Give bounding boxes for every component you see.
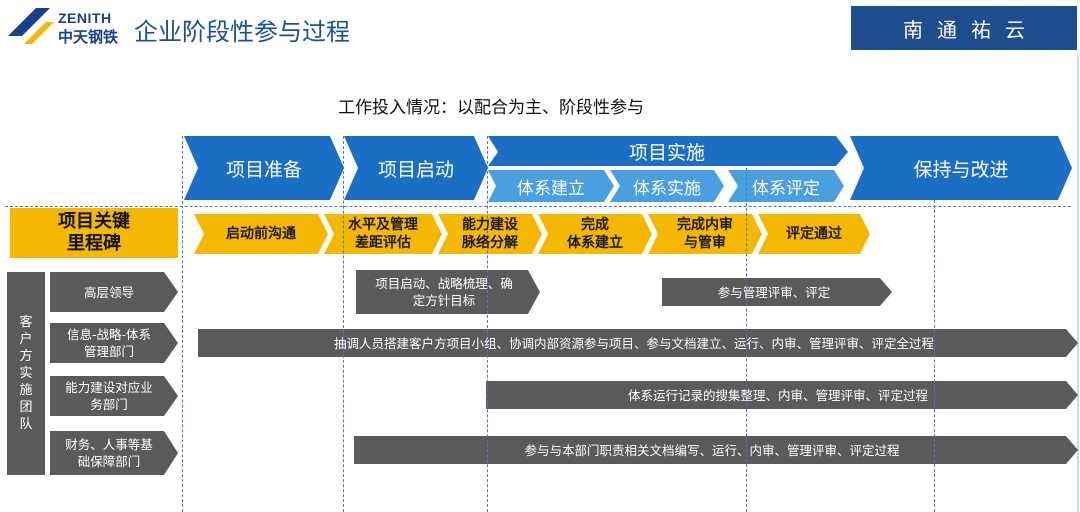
- bar-text: 项目启动、战略梳理、确: [375, 276, 513, 291]
- milestone-text: 脉络分解: [462, 235, 518, 251]
- milestone-text: 差距评估: [355, 235, 411, 251]
- bar-leader-review: [662, 278, 892, 306]
- dashed-divider-horizontal: [5, 206, 1071, 207]
- role-text: 信息-战略-体系: [66, 327, 152, 342]
- role-label: 财务、人事等基 础保障部门: [52, 431, 166, 475]
- dashed-guide-launch: [343, 136, 344, 512]
- bar-text: 参与管理评审、评定: [717, 284, 831, 300]
- bar-text: 参与与本部门职责相关文档编写、运行、内审、管理评审、评定过程: [524, 442, 900, 458]
- phase-arrow-maintain: [850, 136, 1072, 200]
- bar-capability-dept: [486, 381, 1078, 409]
- milestone-chevron-5: [648, 214, 762, 254]
- phase-arrow-implement: [488, 136, 848, 166]
- right-divider: [1077, 56, 1079, 512]
- customer-team-label: 客户方实施团队: [7, 272, 45, 475]
- milestone-text: 完成: [581, 217, 609, 233]
- logo-chinese: 中天钢铁: [58, 28, 119, 46]
- phase-label: 项目准备: [225, 158, 302, 181]
- milestone-text: 水平及管理: [348, 217, 418, 233]
- milestone-label: 完成 体系建立: [546, 214, 644, 254]
- role-label: 高层领导: [52, 272, 166, 312]
- role-text: 务部门: [90, 397, 128, 412]
- milestone-header-line1: 项目关键: [58, 211, 130, 232]
- bar-label: 参与与本部门职责相关文档编写、运行、内审、管理评审、评定过程: [356, 436, 1068, 464]
- subphase-label: 体系评定: [752, 178, 820, 199]
- subphase-arrow-build: [488, 170, 614, 202]
- phase-arrow-launch: [344, 136, 488, 200]
- role-arrow-4: [50, 431, 178, 475]
- subphase-label: 体系建立: [517, 178, 585, 199]
- milestone-chevron-3: [438, 214, 542, 254]
- phase-arrow-prepare: [184, 136, 344, 200]
- logo-english: ZENITH: [58, 10, 112, 26]
- role-text: 高层领导: [83, 284, 134, 300]
- role-arrow-1: [50, 272, 178, 312]
- role-text: 管理部门: [83, 344, 134, 359]
- role-text: 财务、人事等基: [65, 437, 153, 452]
- bar-label: 参与管理评审、评定: [664, 278, 884, 306]
- bar-label: 项目启动、战略梳理、确 定方针目标: [358, 270, 530, 314]
- milestone-label: 完成内审 与管审: [656, 214, 754, 254]
- milestone-chevron-6: [758, 214, 870, 254]
- dashed-guide-maintain: [934, 200, 935, 512]
- diagram-subtitle: 工作投入情况：以配合为主、阶段性参与: [338, 98, 644, 118]
- phase-label: 保持与改进: [913, 158, 1009, 181]
- bar-label: 抽调人员搭建客户方项目小组、协调内部资源参与项目、参与文档建立、运行、内审、管理…: [200, 329, 1068, 357]
- milestone-label: 能力建设 脉络分解: [446, 214, 534, 254]
- milestone-header: 项目关键 里程碑: [10, 208, 178, 258]
- subphase-arrow-run: [610, 170, 724, 202]
- milestone-text: 启动前沟通: [226, 226, 296, 242]
- role-text: 能力建设对应业: [65, 380, 153, 395]
- milestone-text: 完成内审: [677, 217, 733, 233]
- role-arrow-3: [50, 376, 178, 416]
- milestone-chevron-4: [538, 214, 652, 254]
- brand-badge: 南通祐云: [851, 6, 1077, 50]
- role-label: 能力建设对应业 务部门: [52, 376, 166, 416]
- role-arrow-2: [50, 323, 178, 363]
- logo-mark-icon: [8, 8, 54, 44]
- bar-info-dept: [198, 329, 1078, 357]
- milestone-text: 体系建立: [567, 235, 623, 251]
- bar-support-dept: [354, 436, 1078, 464]
- subphase-label: 体系实施: [633, 178, 701, 199]
- milestone-label: 评定通过: [766, 214, 862, 254]
- milestone-chevron-2: [324, 214, 442, 254]
- customer-team-text: 客户方实施团队: [19, 315, 33, 432]
- bar-text: 定方针目标: [412, 293, 476, 308]
- bar-text: 抽调人员搭建客户方项目小组、协调内部资源参与项目、参与文档建立、运行、内审、管理…: [333, 335, 934, 351]
- milestone-text: 能力建设: [462, 217, 518, 233]
- milestone-header-line2: 里程碑: [67, 233, 121, 254]
- milestone-text: 与管审: [684, 235, 726, 251]
- phase-label: 项目启动: [377, 158, 454, 181]
- phase-label: 项目实施: [628, 141, 705, 164]
- milestone-text: 评定通过: [786, 226, 842, 242]
- dashed-guide-assess: [746, 168, 747, 512]
- dashed-guide-prepare: [182, 136, 183, 512]
- bar-label: 体系运行记录的搜集整理、内审、管理评审、评定过程: [488, 381, 1068, 409]
- bar-text: 体系运行记录的搜集整理、内审、管理评审、评定过程: [627, 387, 928, 403]
- role-text: 础保障部门: [77, 454, 141, 469]
- company-logo: ZENITH 中天钢铁: [6, 6, 126, 46]
- role-label: 信息-战略-体系 管理部门: [52, 323, 166, 363]
- bar-leader-launch: [356, 270, 540, 314]
- subphase-arrow-assess: [728, 170, 844, 202]
- milestone-label: 水平及管理 差距评估: [332, 214, 434, 254]
- page-title: 企业阶段性参与过程: [134, 18, 350, 46]
- milestone-chevron-1: [194, 214, 328, 254]
- milestone-label: 启动前沟通: [204, 214, 318, 254]
- dashed-guide-implement: [487, 136, 488, 512]
